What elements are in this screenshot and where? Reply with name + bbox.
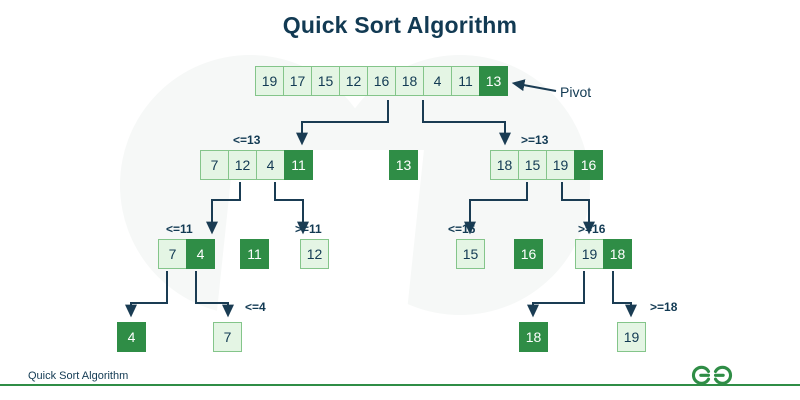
array-node: 13 — [389, 150, 418, 180]
array-cell: 15 — [518, 150, 547, 180]
array-cell: 4 — [256, 150, 285, 180]
array-cell: 7 — [213, 322, 242, 352]
comparison-label: <=13 — [233, 133, 261, 147]
array-node: 12 — [300, 239, 329, 269]
array-node: 18 — [519, 322, 548, 352]
comparison-label: <=11 — [166, 222, 193, 236]
array-cell-pivot: 16 — [574, 150, 603, 180]
footer-caption: Quick Sort Algorithm — [28, 370, 129, 382]
array-cell-pivot: 13 — [479, 66, 508, 96]
array-cell-pivot: 4 — [186, 239, 215, 269]
array-cell: 7 — [158, 239, 187, 269]
array-cell: 16 — [367, 66, 396, 96]
comparison-label: <=4 — [245, 300, 266, 314]
page-title: Quick Sort Algorithm — [282, 12, 518, 38]
array-cell-pivot: 16 — [514, 239, 543, 269]
array-cell: 15 — [456, 239, 485, 269]
array-cell: 4 — [423, 66, 452, 96]
array-cell: 18 — [395, 66, 424, 96]
array-cell: 19 — [255, 66, 284, 96]
array-cell-pivot: 18 — [519, 322, 548, 352]
array-node: 16 — [514, 239, 543, 269]
comparison-label: <=16 — [448, 222, 476, 236]
comparison-label: >=16 — [578, 222, 606, 236]
array-cell: 7 — [200, 150, 229, 180]
array-node: 4 — [117, 322, 146, 352]
array-node: 11 — [240, 239, 269, 269]
pivot-annotation-label: Pivot — [560, 84, 592, 100]
array-node: 7 — [213, 322, 242, 352]
array-cell-pivot: 11 — [284, 150, 313, 180]
array-cell-pivot: 4 — [117, 322, 146, 352]
comparison-label: >=13 — [521, 133, 549, 147]
array-node: 19 — [617, 322, 646, 352]
array-cell-pivot: 11 — [240, 239, 269, 269]
footer-divider — [0, 384, 800, 386]
comparison-label: >=11 — [295, 222, 322, 236]
array-cell: 18 — [490, 150, 519, 180]
array-cell: 12 — [339, 66, 368, 96]
array-cell: 19 — [546, 150, 575, 180]
array-cell: 15 — [311, 66, 340, 96]
array-cell-pivot: 18 — [603, 239, 632, 269]
array-node: 15 — [456, 239, 485, 269]
array-cell: 12 — [228, 150, 257, 180]
array-cell: 19 — [617, 322, 646, 352]
array-cell: 19 — [575, 239, 604, 269]
array-cell: 12 — [300, 239, 329, 269]
array-cell-pivot: 13 — [389, 150, 418, 180]
array-cell: 11 — [451, 66, 480, 96]
comparison-label: >=18 — [650, 300, 678, 314]
array-cell: 17 — [283, 66, 312, 96]
geeksforgeeks-logo — [691, 365, 733, 385]
